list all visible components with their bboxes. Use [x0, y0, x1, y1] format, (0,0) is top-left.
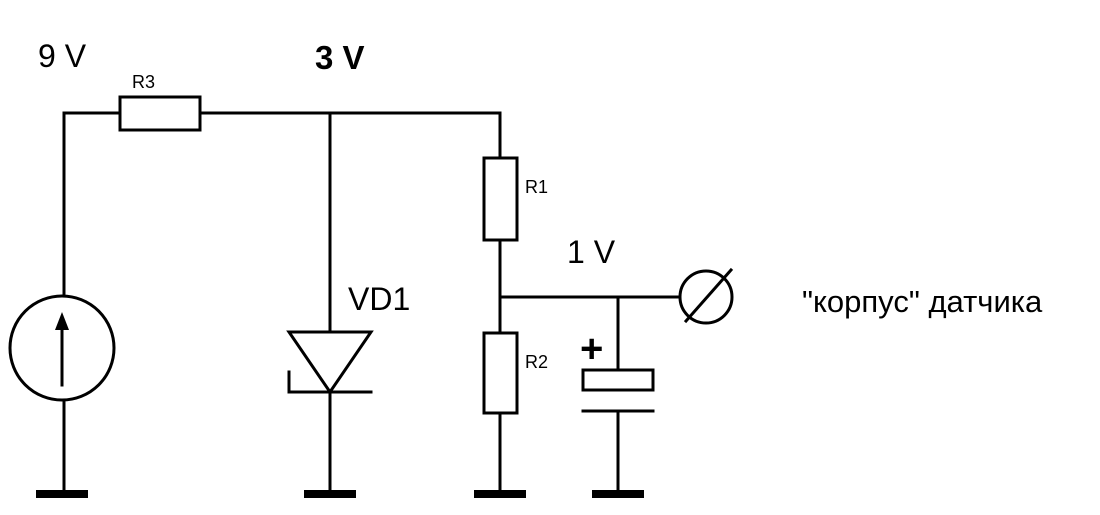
label-9v: 9 V — [38, 38, 87, 74]
ground-symbol-divider — [474, 490, 526, 498]
capacitor-positive-plate — [581, 368, 655, 392]
current-source-arrow-head — [55, 312, 69, 330]
label-1v: 1 V — [567, 234, 616, 270]
label-3v: 3 V — [315, 39, 365, 76]
ground-symbol-source — [36, 490, 88, 498]
label-r2: R2 — [525, 352, 548, 372]
label-vd1: VD1 — [348, 281, 410, 317]
divider-branch — [474, 111, 526, 498]
resistor-r1 — [482, 156, 519, 242]
zener-diode-vd1 — [286, 330, 374, 395]
source-branch — [8, 111, 502, 498]
ground-symbol-zener — [304, 490, 356, 498]
capacitor-branch — [581, 295, 655, 498]
label-r3: R3 — [132, 72, 155, 92]
label-plus: + — [580, 327, 603, 371]
resistor-r3 — [118, 95, 202, 132]
ground-symbol-capacitor — [592, 490, 644, 498]
zener-branch — [286, 111, 374, 498]
zener-bar — [287, 370, 373, 394]
terminal-slash — [683, 267, 734, 324]
label-r1: R1 — [525, 177, 548, 197]
resistor-r2 — [482, 331, 519, 415]
label-sensor-body: "корпус" датчика — [802, 284, 1043, 319]
